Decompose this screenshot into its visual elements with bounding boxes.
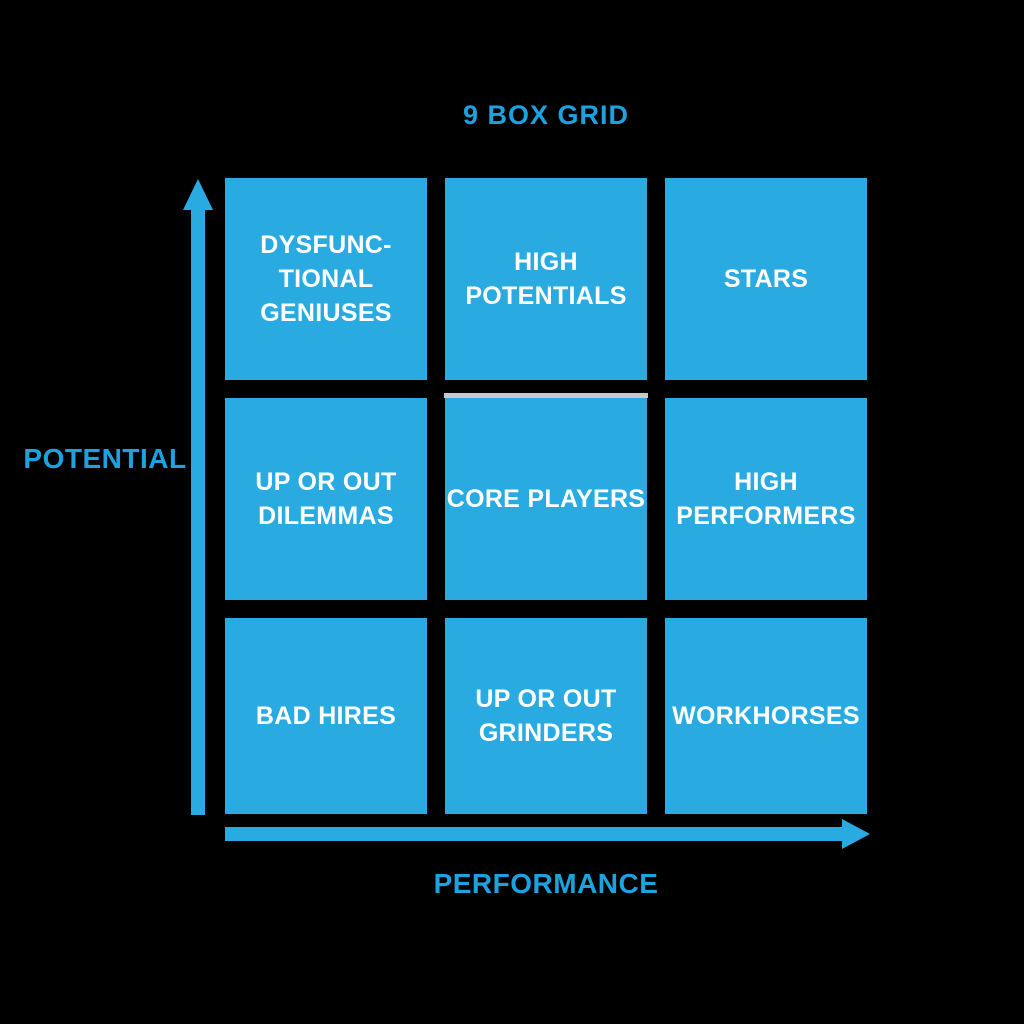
cell-label-line: GENIUSES xyxy=(260,299,392,327)
grid-cell-high-potentials: HIGH POTENTIALS xyxy=(445,178,647,380)
grid-cell-high-performers: HIGH PERFORMERS xyxy=(665,398,867,600)
grid-cell-bad-hires: BAD HIRES xyxy=(225,618,427,814)
cell-label-line: UP OR OUT xyxy=(475,685,617,713)
grid-cell-up-or-out-dilemmas: UP OR OUT DILEMMAS xyxy=(225,398,427,600)
cell-label-line: DILEMMAS xyxy=(258,502,394,530)
grid-cell-up-or-out-grinders: UP OR OUT GRINDERS xyxy=(445,618,647,814)
cell-label-line: STARS xyxy=(723,265,809,293)
cell-label-line: POTENTIALS xyxy=(465,282,627,310)
y-axis-label: POTENTIAL xyxy=(23,443,187,474)
y-axis-arrow-shaft xyxy=(191,208,205,815)
cell-label-line: PERFORMERS xyxy=(676,502,856,530)
grid-cell-workhorses: WORKHORSES xyxy=(665,618,867,814)
grid-cell-core-players: CORE PLAYERS xyxy=(444,393,648,600)
cell-label-line: DYSFUNC- xyxy=(260,231,392,259)
diagram-title: 9 BOX GRID xyxy=(462,100,630,130)
x-axis-arrow-shaft xyxy=(225,827,842,841)
grid-cell-stars: STARS xyxy=(665,178,867,380)
cell-label-line: HIGH xyxy=(514,248,578,276)
cell-label-line: GRINDERS xyxy=(478,719,614,747)
grid-cell-dysfunctional-geniuses: DYSFUNC- TIONAL GENIUSES xyxy=(225,178,427,380)
cell-label-line: CORE PLAYERS xyxy=(446,485,646,513)
cell-label-line: WORKHORSES xyxy=(672,702,860,730)
x-axis-arrowhead-icon xyxy=(842,819,870,849)
cell-label-line: TIONAL xyxy=(278,265,374,293)
cell-label-line: HIGH xyxy=(734,468,798,496)
x-axis-label: PERFORMANCE xyxy=(433,868,659,899)
center-box-top-strip xyxy=(444,393,648,398)
y-axis-arrowhead-icon xyxy=(183,179,213,210)
cell-label-line: UP OR OUT xyxy=(255,468,397,496)
cell-label-line: BAD HIRES xyxy=(255,702,397,730)
